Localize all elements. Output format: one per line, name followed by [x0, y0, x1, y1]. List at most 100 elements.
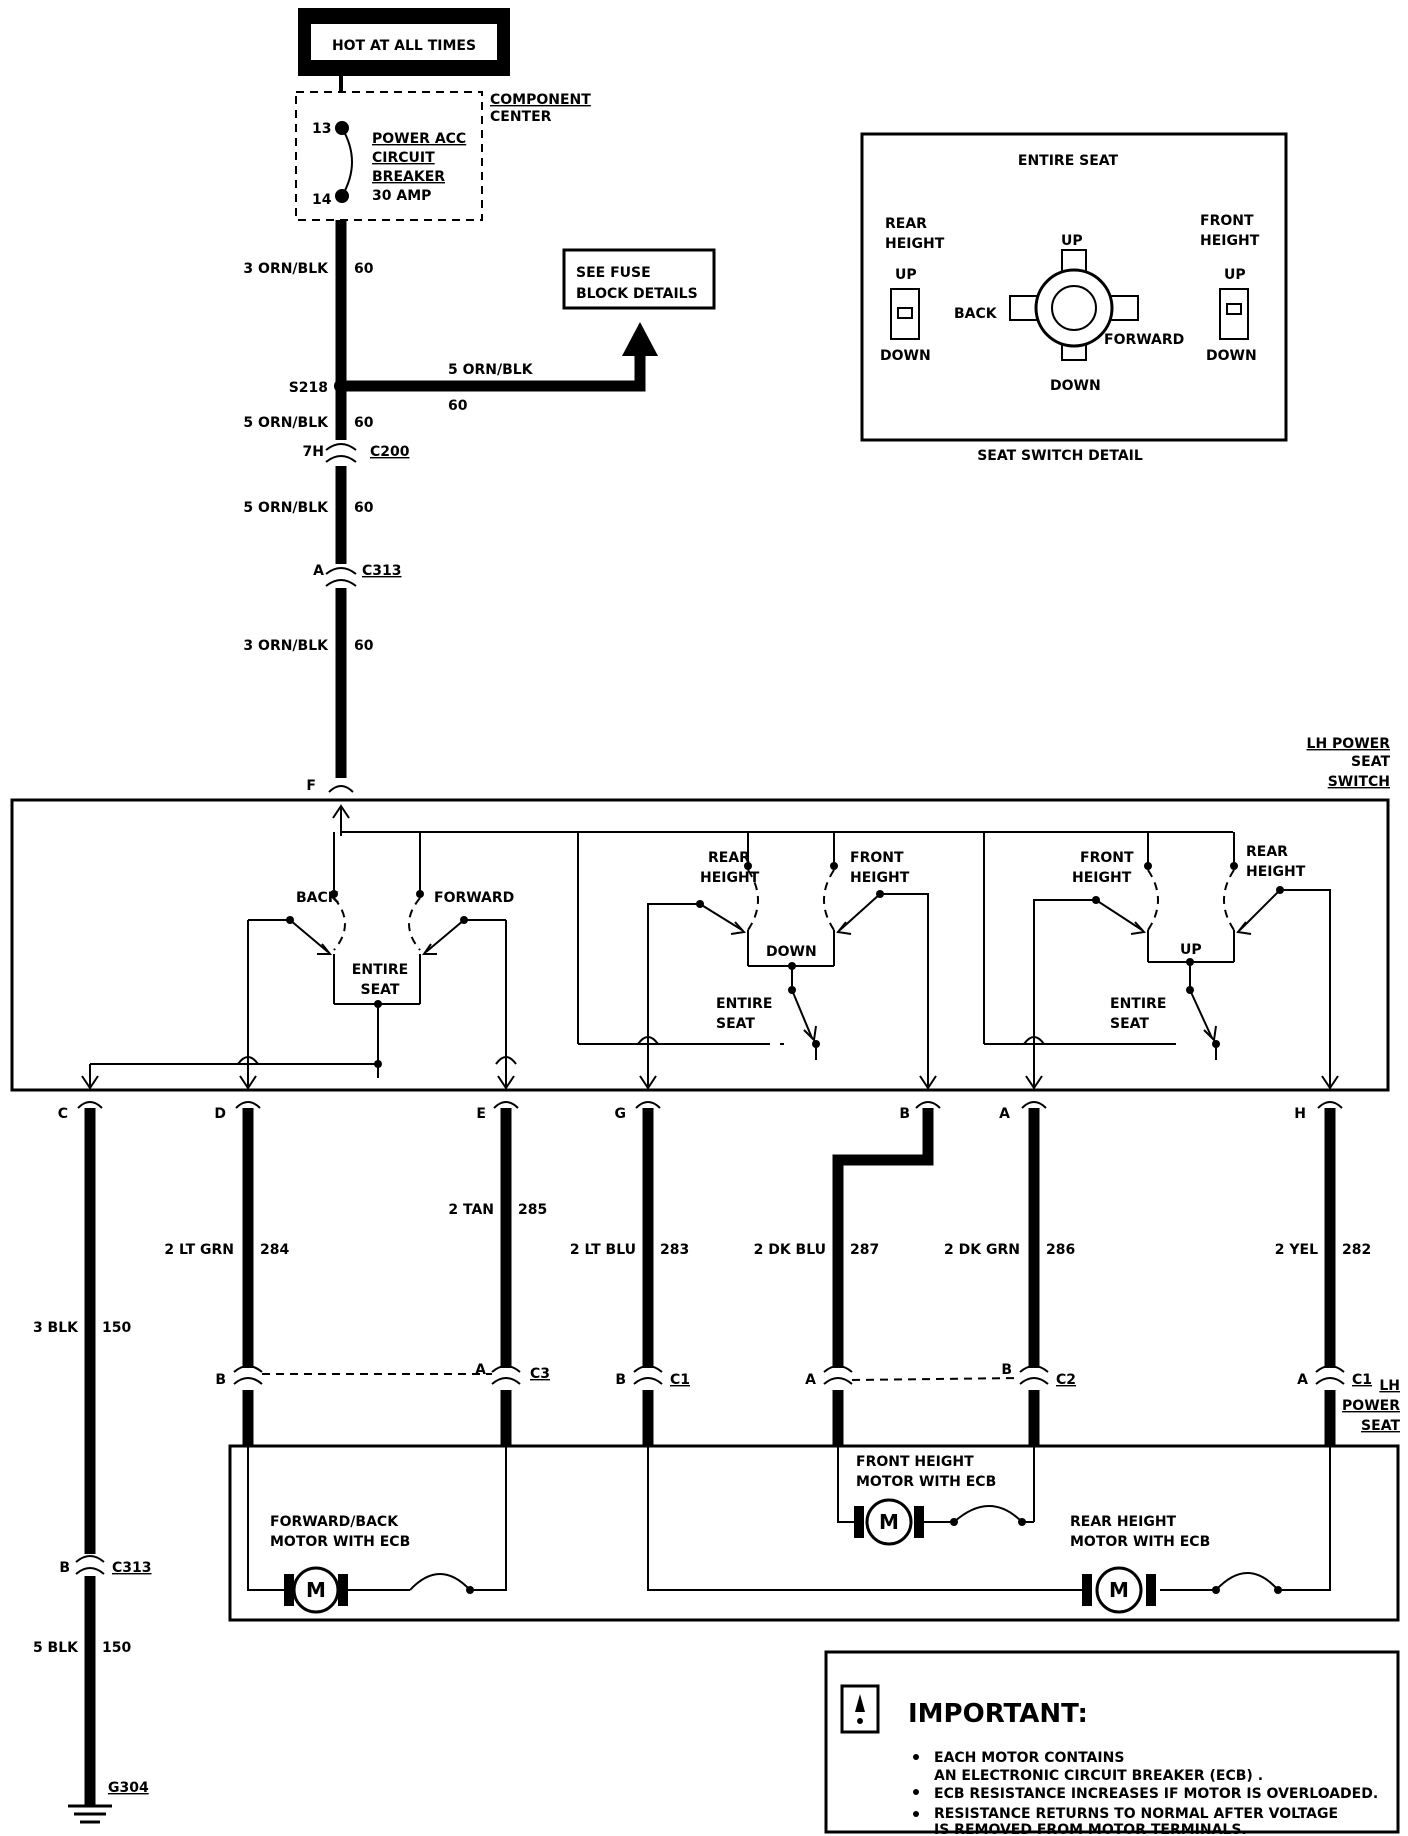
svg-text:A: A	[999, 1106, 1010, 1122]
svg-text:3 ORN/BLK: 3 ORN/BLK	[243, 638, 329, 654]
svg-text:284: 284	[260, 1242, 289, 1258]
motor-wiring	[247, 1446, 1331, 1594]
svg-text:A: A	[1297, 1372, 1308, 1388]
svg-text:MOTOR WITH ECB: MOTOR WITH ECB	[270, 1534, 410, 1550]
svg-text:2 DK BLU: 2 DK BLU	[754, 1242, 826, 1258]
connector-c313-top	[325, 567, 357, 587]
svg-text:C3: C3	[530, 1366, 550, 1382]
svg-text:C1: C1	[1352, 1372, 1372, 1388]
arrow-to-fuse-block	[622, 322, 658, 356]
svg-text:M: M	[1109, 1578, 1129, 1602]
svg-text:SWITCH: SWITCH	[1328, 774, 1390, 790]
svg-text:SEAT: SEAT	[716, 1016, 755, 1032]
svg-text:B: B	[215, 1372, 226, 1388]
svg-text:A: A	[313, 563, 324, 579]
svg-text:HEIGHT: HEIGHT	[1200, 233, 1260, 249]
svg-text:LH POWER: LH POWER	[1307, 736, 1391, 752]
svg-text:HEIGHT: HEIGHT	[1072, 870, 1132, 886]
svg-text:MOTOR WITH ECB: MOTOR WITH ECB	[856, 1474, 996, 1490]
svg-text:FORWARD: FORWARD	[434, 890, 514, 906]
svg-text:REAR: REAR	[885, 216, 927, 232]
svg-text:M: M	[306, 1578, 326, 1602]
svg-text:FORWARD/BACK: FORWARD/BACK	[270, 1514, 399, 1530]
svg-text:REAR HEIGHT: REAR HEIGHT	[1070, 1514, 1177, 1530]
svg-text:ENTIRE: ENTIRE	[1110, 996, 1166, 1012]
svg-text:B: B	[899, 1106, 910, 1122]
svg-text:3 BLK: 3 BLK	[33, 1320, 79, 1336]
svg-text:282: 282	[1342, 1242, 1371, 1258]
connector-c200	[325, 443, 357, 463]
svg-text:150: 150	[102, 1640, 131, 1656]
svg-text:5 BLK: 5 BLK	[33, 1640, 79, 1656]
svg-text:DOWN: DOWN	[880, 348, 931, 364]
svg-text:ENTIRE: ENTIRE	[352, 962, 408, 978]
svg-text:MOTOR WITH ECB: MOTOR WITH ECB	[1070, 1534, 1210, 1550]
seat-connectors	[233, 1365, 1345, 1385]
svg-text:S218: S218	[289, 380, 328, 396]
svg-text:POWER: POWER	[1342, 1398, 1400, 1414]
lh-power-seat-switch-box	[10, 798, 1390, 1092]
svg-text:5 ORN/BLK: 5 ORN/BLK	[448, 362, 534, 378]
svg-text:UP: UP	[895, 267, 917, 283]
svg-text:C313: C313	[362, 563, 402, 579]
svg-text:B: B	[59, 1560, 70, 1576]
see-fuse-block-box	[562, 248, 716, 310]
switch-internal-wiring: BACK FORWARD ENTIRE SEAT REAR	[81, 804, 1339, 1090]
rear-height-switch-icon	[890, 288, 920, 340]
output-connectors	[77, 1101, 1343, 1109]
svg-text:SEAT SWITCH DETAIL: SEAT SWITCH DETAIL	[977, 448, 1143, 464]
svg-text:HEIGHT: HEIGHT	[885, 236, 945, 252]
svg-text:ENTIRE: ENTIRE	[716, 996, 772, 1012]
svg-text:60: 60	[354, 638, 374, 654]
svg-text:FORWARD: FORWARD	[1104, 332, 1184, 348]
svg-text:SEAT: SEAT	[1110, 1016, 1149, 1032]
svg-text:FRONT HEIGHT: FRONT HEIGHT	[856, 1454, 974, 1470]
svg-text:LH: LH	[1379, 1378, 1400, 1394]
svg-text:RESISTANCE RETURNS TO NORMAL A: RESISTANCE RETURNS TO NORMAL AFTER VOLTA…	[934, 1806, 1338, 1822]
svg-text:H: H	[1294, 1106, 1306, 1122]
component-center: COMPONENT CENTER 13 14 POWER ACC CIRCUIT…	[295, 91, 591, 221]
svg-text:C313: C313	[112, 1560, 152, 1576]
svg-text:DOWN: DOWN	[1050, 378, 1101, 394]
svg-text:POWER ACC: POWER ACC	[372, 131, 466, 147]
svg-text:COMPONENT: COMPONENT	[490, 92, 591, 108]
svg-text:HEIGHT: HEIGHT	[1246, 864, 1306, 880]
svg-text:D: D	[214, 1106, 226, 1122]
svg-text:M: M	[879, 1510, 899, 1534]
svg-text:DOWN: DOWN	[1206, 348, 1257, 364]
important-note: IMPORTANT: EACH MOTOR CONTAINS AN ELECTR…	[824, 1650, 1400, 1836]
svg-text:REAR: REAR	[1246, 844, 1288, 860]
svg-text:E: E	[476, 1106, 486, 1122]
forward-back-motor: M	[284, 1566, 348, 1614]
svg-text:A: A	[805, 1372, 816, 1388]
svg-text:BREAKER: BREAKER	[372, 169, 445, 185]
svg-text:UP: UP	[1180, 942, 1202, 958]
svg-text:IS REMOVED FROM MOTOR TERMINAL: IS REMOVED FROM MOTOR TERMINALS.	[934, 1822, 1247, 1836]
svg-text:B: B	[1001, 1362, 1012, 1378]
lh-power-seat-box	[228, 1444, 1400, 1622]
svg-text:60: 60	[448, 398, 468, 414]
svg-text:REAR: REAR	[708, 850, 750, 866]
svg-text:SEAT: SEAT	[361, 982, 400, 998]
svg-text:C: C	[58, 1106, 68, 1122]
svg-text:14: 14	[312, 192, 332, 208]
ground-symbol-icon	[68, 1804, 112, 1824]
svg-text:283: 283	[660, 1242, 689, 1258]
svg-text:DOWN: DOWN	[766, 944, 817, 960]
svg-text:FRONT: FRONT	[1200, 213, 1254, 229]
svg-text:B: B	[615, 1372, 626, 1388]
svg-text:IMPORTANT:: IMPORTANT:	[908, 1699, 1088, 1729]
svg-text:60: 60	[354, 261, 374, 277]
svg-text:CENTER: CENTER	[490, 109, 552, 125]
svg-text:FRONT: FRONT	[1080, 850, 1134, 866]
svg-text:150: 150	[102, 1320, 131, 1336]
svg-text:C200: C200	[370, 444, 410, 460]
svg-text:285: 285	[518, 1202, 547, 1218]
svg-text:2 YEL: 2 YEL	[1275, 1242, 1318, 1258]
rear-height-motor: M	[1082, 1566, 1156, 1614]
svg-text:60: 60	[354, 415, 374, 431]
svg-text:BACK: BACK	[954, 306, 998, 322]
svg-text:BACK: BACK	[296, 890, 340, 906]
svg-text:ENTIRE SEAT: ENTIRE SEAT	[1018, 153, 1119, 169]
svg-text:30 AMP: 30 AMP	[372, 188, 431, 204]
